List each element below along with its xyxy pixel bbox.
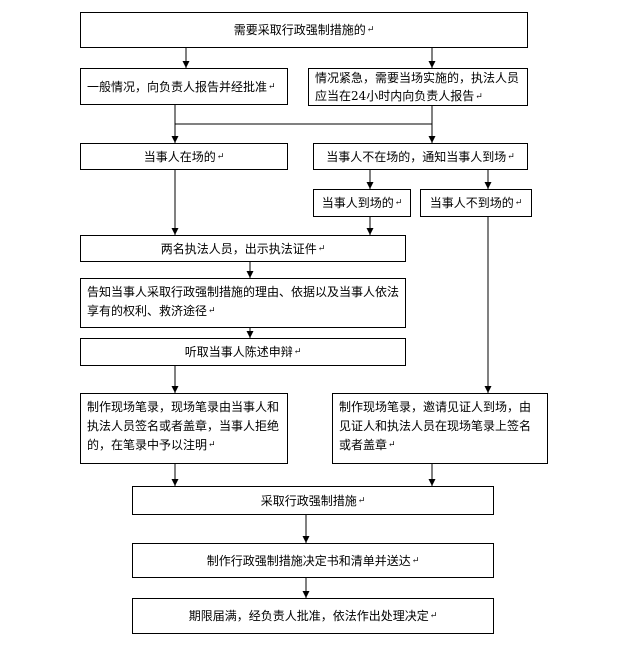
paragraph-mark: ↵ bbox=[208, 440, 216, 450]
paragraph-mark: ↵ bbox=[293, 347, 302, 357]
normal-case-label: 一般情况，向负责人报告并经批准 bbox=[87, 79, 268, 94]
party-arrived-label: 当事人到场的 bbox=[321, 196, 394, 210]
urgent-case-label: 情况紧急，需要当场实施的，执法人员应当在24小时内向负责人报告↵ bbox=[315, 71, 520, 103]
two-officers-box: 两名执法人员，出示执法证件↵ bbox=[80, 235, 406, 262]
party-present-label: 当事人在场的 bbox=[143, 149, 216, 164]
normal-case-box: 一般情况，向负责人报告并经批准↵ bbox=[80, 68, 288, 105]
paragraph-mark: ↵ bbox=[216, 151, 225, 162]
decision-document-label: 制作行政强制措施决定书和清单并送达 bbox=[206, 553, 411, 568]
paragraph-mark: ↵ bbox=[507, 151, 515, 162]
paragraph-mark: ↵ bbox=[514, 198, 523, 208]
take-measures-box: 采取行政强制措施↵ bbox=[132, 486, 494, 515]
paragraph-mark: ↵ bbox=[268, 81, 276, 92]
party-absent-label: 当事人不在场的，通知当事人到场 bbox=[326, 149, 507, 164]
paragraph-mark: ↵ bbox=[357, 495, 366, 506]
decision-document-box: 制作行政强制措施决定书和清单并送达↵ bbox=[132, 543, 494, 578]
party-present-box: 当事人在场的↵ bbox=[80, 143, 288, 170]
party-absent-box: 当事人不在场的，通知当事人到场↵ bbox=[313, 143, 528, 170]
inform-party-label: 告知当事人采取行政强制措施的理由、依据以及当事人依法享有的权利、救济途径↵ bbox=[87, 285, 400, 318]
paragraph-mark: ↵ bbox=[208, 306, 216, 316]
party-not-arrived-box: 当事人不到场的↵ bbox=[420, 189, 532, 217]
final-decision-box: 期限届满，经负责人批准，依法作出处理决定↵ bbox=[132, 598, 494, 634]
inform-party-box: 告知当事人采取行政强制措施的理由、依据以及当事人依法享有的权利、救济途径↵ bbox=[80, 278, 406, 328]
party-not-arrived-label: 当事人不到场的 bbox=[429, 196, 514, 210]
hear-statement-label: 听取当事人陈述申辩 bbox=[184, 345, 293, 359]
two-officers-label: 两名执法人员，出示执法证件 bbox=[160, 241, 317, 256]
start-label: 需要采取行政强制措施的 bbox=[233, 23, 366, 37]
paragraph-mark: ↵ bbox=[366, 25, 375, 35]
party-arrived-box: 当事人到场的↵ bbox=[313, 189, 411, 217]
urgent-case-box: 情况紧急，需要当场实施的，执法人员应当在24小时内向负责人报告↵ bbox=[308, 68, 528, 106]
witness-record-label: 制作现场笔录，邀请见证人到场，由见证人和执法人员在现场笔录上签名或者盖章↵ bbox=[339, 400, 532, 452]
hear-statement-box: 听取当事人陈述申辩↵ bbox=[80, 338, 406, 366]
witness-record-box: 制作现场笔录，邀请见证人到场，由见证人和执法人员在现场笔录上签名或者盖章↵ bbox=[332, 393, 548, 464]
paragraph-mark: ↵ bbox=[411, 555, 420, 566]
final-decision-label: 期限届满，经负责人批准，依法作出处理决定 bbox=[188, 609, 429, 623]
onsite-record-box: 制作现场笔录，现场笔录由当事人和执法人员签名或者盖章，当事人拒绝的，在笔录中予以… bbox=[80, 393, 288, 464]
start-box: 需要采取行政强制措施的↵ bbox=[80, 12, 528, 48]
paragraph-mark: ↵ bbox=[388, 440, 396, 450]
onsite-record-label: 制作现场笔录，现场笔录由当事人和执法人员签名或者盖章，当事人拒绝的，在笔录中予以… bbox=[87, 400, 280, 452]
paragraph-mark: ↵ bbox=[317, 243, 326, 254]
paragraph-mark: ↵ bbox=[475, 91, 483, 102]
paragraph-mark: ↵ bbox=[429, 611, 438, 621]
paragraph-mark: ↵ bbox=[394, 198, 403, 208]
take-measures-label: 采取行政强制措施 bbox=[260, 493, 357, 508]
